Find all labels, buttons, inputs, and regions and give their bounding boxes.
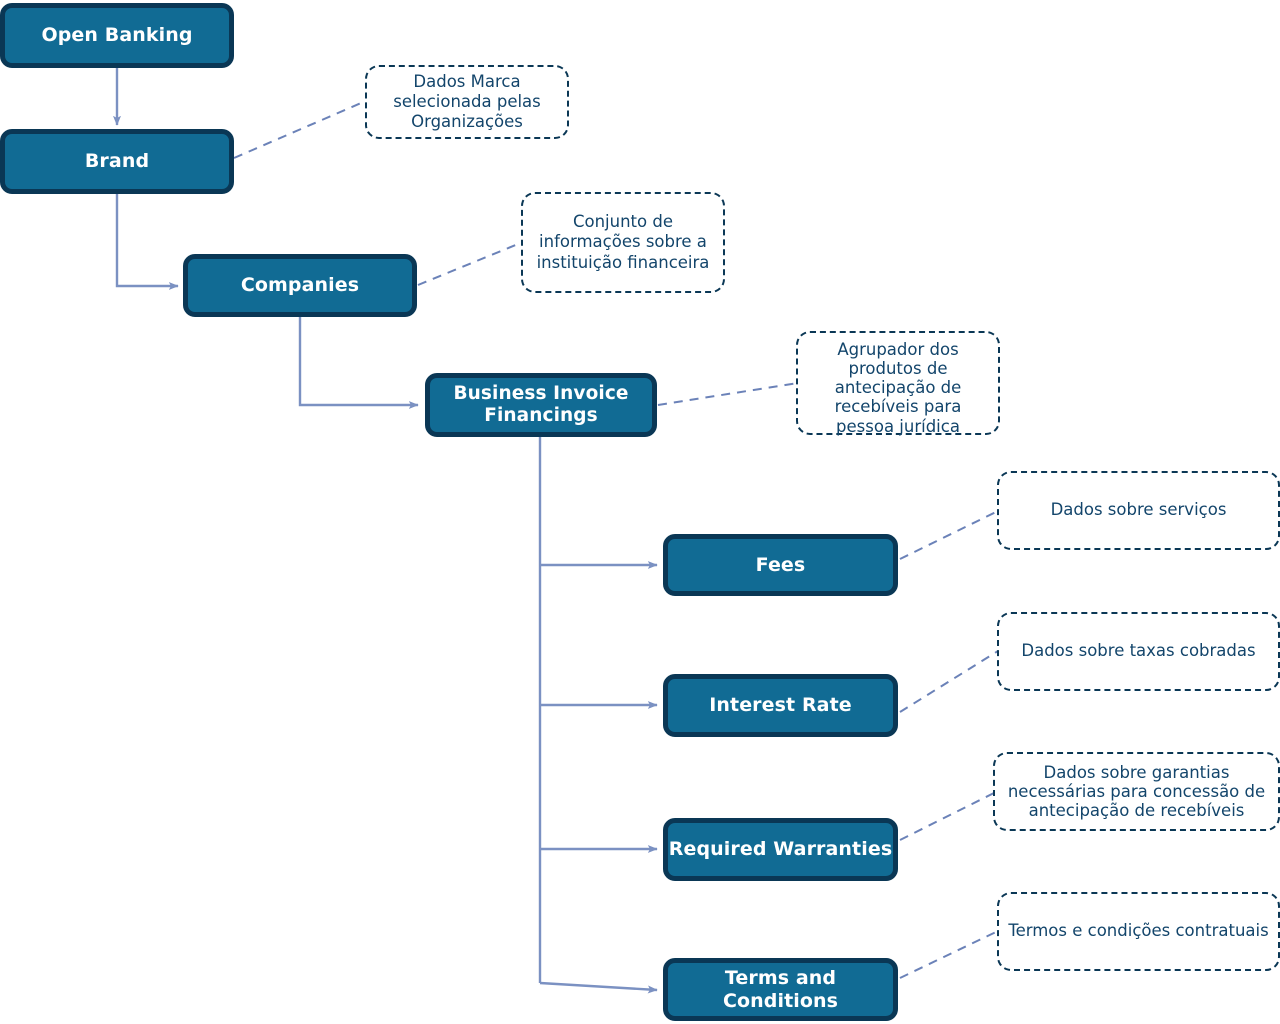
node-required-warranties[interactable]: Required Warranties: [663, 818, 898, 881]
note-bif-text: Agrupador dos produtos de antecipação de…: [834, 340, 962, 436]
note-required-warranties-text: Dados sobre garantias necessárias para c…: [1007, 762, 1266, 821]
note-brand: Dados Marca selecionada pelas Organizaçõ…: [365, 65, 569, 139]
leader-fees-note: [899, 510, 999, 560]
note-fees: Dados sobre serviços: [997, 471, 1280, 550]
node-required-warranties-label: Required Warranties: [668, 838, 893, 861]
note-terms-and-conditions-text: Termos e condições contratuais: [1008, 921, 1269, 941]
node-bif-label-line1: Business Invoice: [453, 383, 629, 405]
note-terms-and-conditions: Termos e condições contratuais: [997, 892, 1280, 971]
node-brand[interactable]: Brand: [0, 129, 234, 194]
edge-brand-to-companies: [115, 194, 179, 290]
node-interest-rate[interactable]: Interest Rate: [663, 674, 898, 737]
leader-companies-note: [417, 241, 524, 286]
node-fees-label: Fees: [755, 553, 806, 576]
node-open-banking[interactable]: Open Banking: [0, 3, 234, 68]
leader-brand-note: [233, 99, 369, 159]
node-fees[interactable]: Fees: [663, 534, 898, 596]
node-companies-label: Companies: [240, 274, 360, 297]
leader-bif-note: [657, 382, 799, 406]
note-fees-text: Dados sobre serviços: [1050, 500, 1227, 520]
note-interest-rate: Dados sobre taxas cobradas: [997, 612, 1280, 691]
node-interest-rate-label: Interest Rate: [709, 694, 852, 717]
edge-bif-to-terms-and-conditions: [539, 981, 658, 994]
leader-terms-note: [899, 930, 999, 979]
edge-companies-to-bif: [298, 317, 419, 409]
leader-interest-note: [899, 650, 999, 713]
note-required-warranties: Dados sobre garantias necessárias para c…: [993, 752, 1280, 831]
node-terms-and-conditions[interactable]: Terms and Conditions: [663, 958, 898, 1021]
node-business-invoice-financings[interactable]: Business Invoice Financings: [425, 373, 657, 437]
node-brand-label: Brand: [84, 150, 150, 173]
note-business-invoice-financings: Agrupador dos produtos de antecipação de…: [796, 331, 1000, 436]
node-companies[interactable]: Companies: [183, 254, 417, 317]
node-bif-label-line2: Financings: [484, 405, 598, 426]
note-companies-text: Conjunto de informações sobre a institui…: [536, 212, 710, 272]
node-terms-and-conditions-label: Terms and Conditions: [722, 967, 839, 1012]
note-interest-rate-text: Dados sobre taxas cobradas: [1021, 641, 1256, 661]
note-brand-text: Dados Marca selecionada pelas Organizaçõ…: [393, 71, 541, 132]
leader-warranties-note: [899, 790, 999, 841]
node-open-banking-label: Open Banking: [41, 24, 193, 47]
note-companies: Conjunto de informações sobre a institui…: [521, 192, 725, 293]
